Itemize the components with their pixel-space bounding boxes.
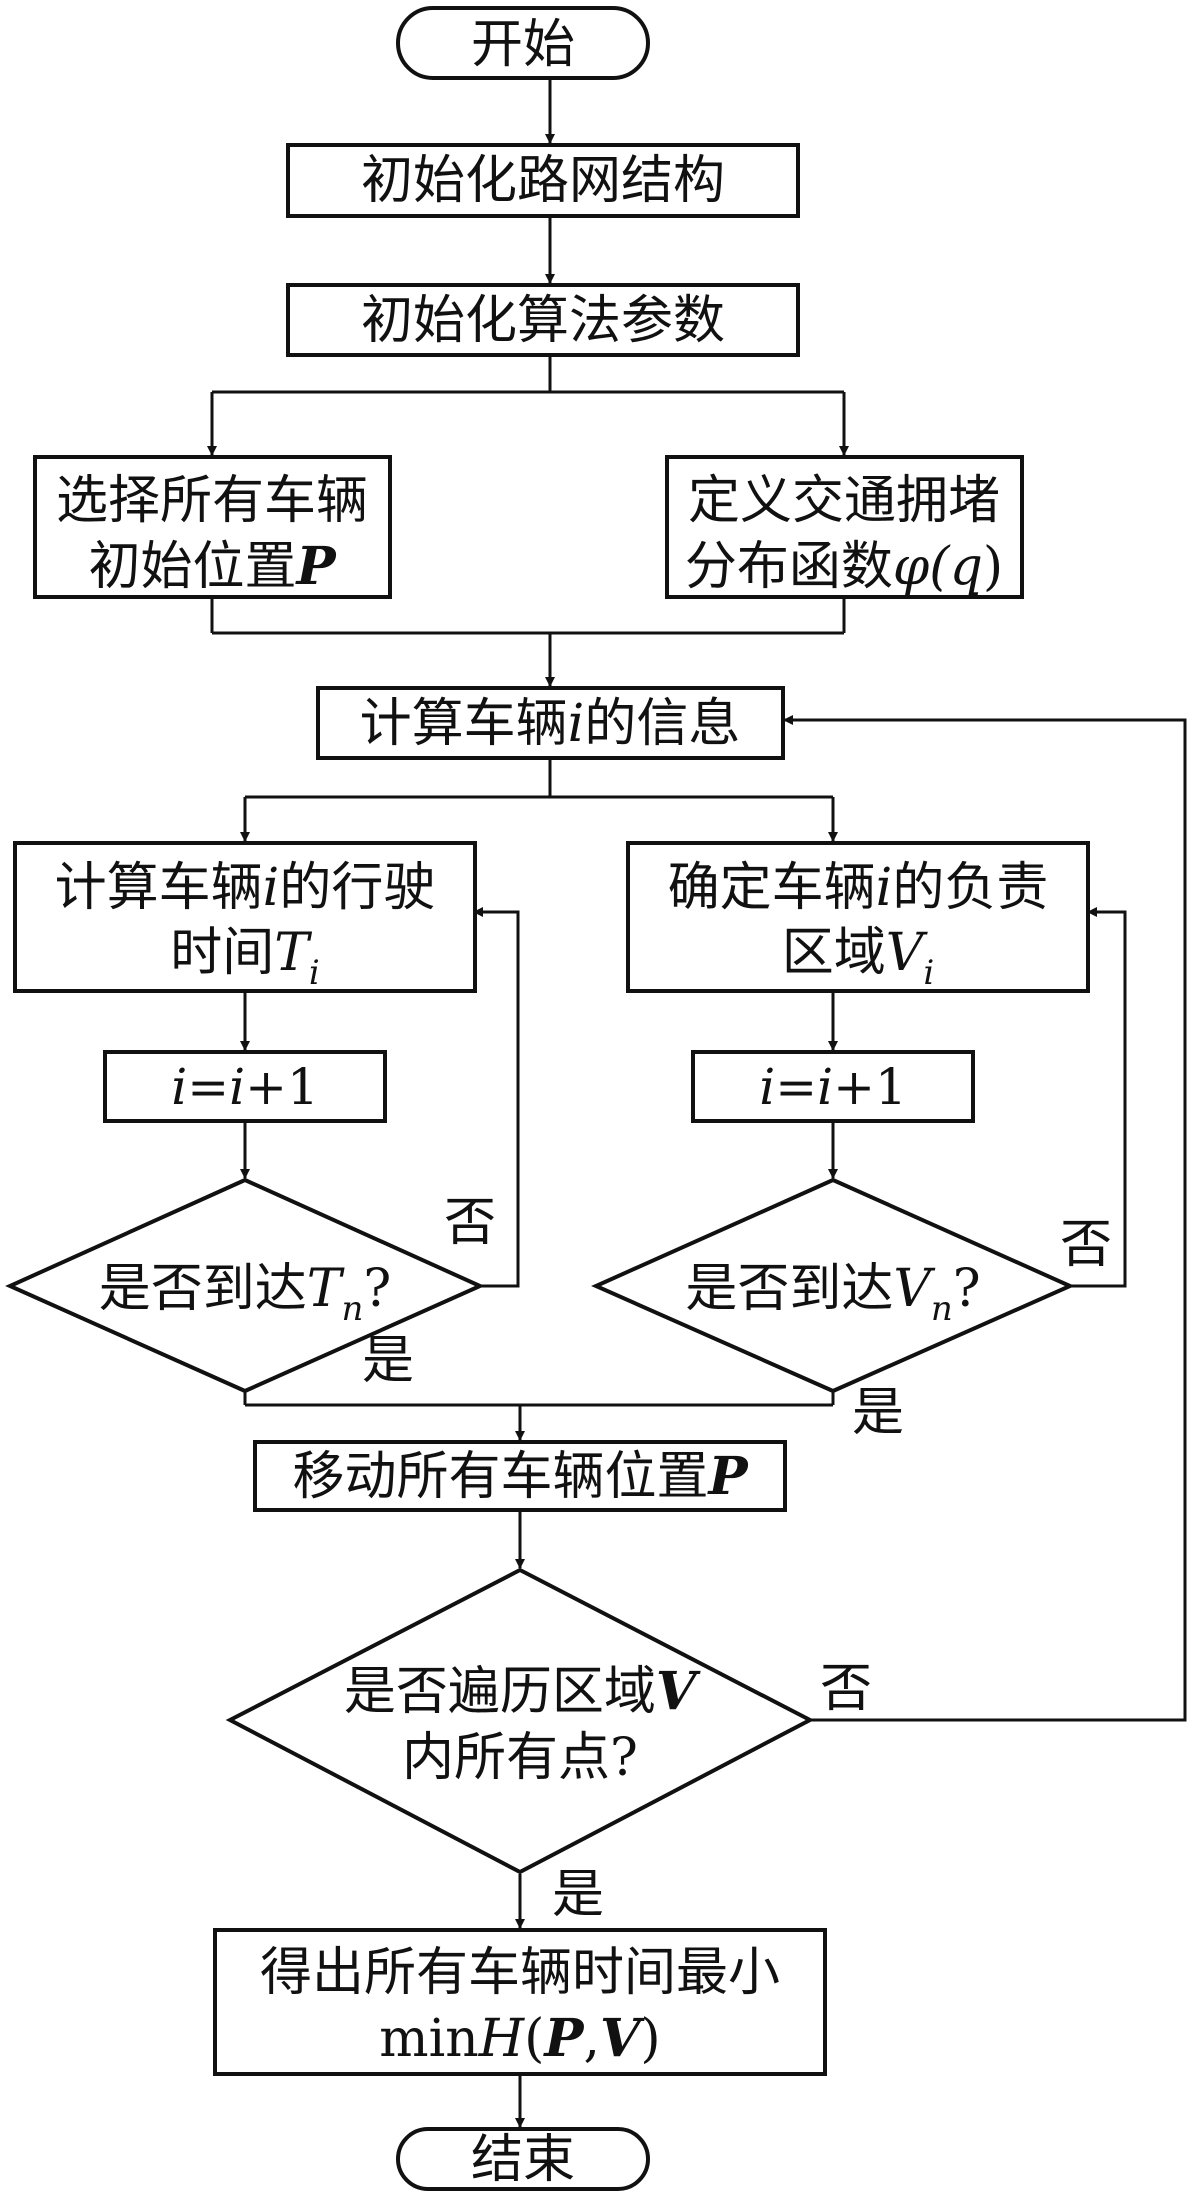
decision-tn-text: 是否到达 bbox=[99, 1259, 307, 1319]
determine-region-sub-i: i bbox=[923, 953, 934, 993]
init-network-node: 初始化路网结构 bbox=[286, 143, 800, 218]
determine-region-var-i: i bbox=[876, 858, 893, 918]
define-distribution-arg: q bbox=[950, 537, 983, 597]
start-node: 开始 bbox=[396, 6, 650, 80]
compute-travel-time-line2-text: 时间 bbox=[170, 923, 274, 983]
move-vehicles-label: 移动所有车辆位置P bbox=[292, 1446, 749, 1507]
select-positions-line2: 初始位置P bbox=[88, 536, 337, 597]
determine-region-node: 确定车辆i的负责 区域Vi bbox=[626, 841, 1090, 993]
result-close: ) bbox=[640, 2009, 660, 2069]
init-network-label: 初始化路网结构 bbox=[361, 151, 725, 211]
decision-vn-sub: n bbox=[931, 1289, 953, 1329]
edge-label-tn-no: 否 bbox=[444, 1193, 496, 1253]
compute-info-var: i bbox=[568, 694, 585, 754]
select-positions-line2-text: 初始位置 bbox=[88, 537, 296, 597]
select-positions-var-p: P bbox=[294, 536, 337, 597]
determine-region-var-v: V bbox=[886, 923, 928, 983]
decision-traverse-text: 是否遍历区域 bbox=[344, 1662, 656, 1722]
define-distribution-node: 定义交通拥堵 分布函数φ(q) bbox=[665, 455, 1024, 599]
move-vehicles-text: 移动所有车辆位置 bbox=[292, 1447, 708, 1507]
connectors bbox=[207, 78, 1187, 2128]
increment-left-rest: +1 bbox=[245, 1058, 319, 1116]
increment-right-node: i=i+1 bbox=[691, 1050, 975, 1123]
compute-info-node: 计算车辆i的信息 bbox=[316, 686, 785, 760]
increment-left-node: i=i+1 bbox=[103, 1050, 387, 1123]
edge-label-vn-no: 否 bbox=[1060, 1215, 1112, 1275]
result-line1: 得出所有车辆时间最小 bbox=[260, 1943, 780, 2003]
determine-region-line2-text: 区域 bbox=[782, 923, 886, 983]
increment-right-eq: = bbox=[775, 1058, 817, 1116]
compute-travel-time-var-t: T bbox=[274, 923, 312, 983]
edge-labels: 否 是 否 是 否 是 bbox=[362, 1193, 1112, 1925]
increment-right-var2: i bbox=[817, 1058, 833, 1116]
decision-tn-q: ? bbox=[363, 1259, 391, 1319]
define-distribution-line2: 分布函数φ(q) bbox=[685, 537, 1003, 597]
compute-travel-time-node: 计算车辆i的行驶 时间Ti bbox=[13, 841, 477, 993]
result-min: min bbox=[379, 2009, 478, 2069]
result-comma: , bbox=[584, 2009, 601, 2069]
result-open: ( bbox=[524, 2009, 544, 2069]
loop-vn-no bbox=[1070, 907, 1127, 1288]
decision-vn-var: V bbox=[893, 1259, 935, 1319]
compute-info-text1: 计算车辆 bbox=[360, 694, 568, 754]
decision-vn-q: ? bbox=[953, 1259, 981, 1319]
edge-label-traverse-yes: 是 bbox=[552, 1865, 604, 1925]
end-label: 结束 bbox=[471, 2130, 575, 2190]
define-distribution-line1: 定义交通拥堵 bbox=[688, 471, 1000, 531]
result-p: P bbox=[542, 2008, 585, 2069]
decision-traverse-var-v: V bbox=[656, 1661, 701, 1722]
determine-region-line1: 确定车辆i的负责 bbox=[668, 858, 1049, 918]
define-distribution-line2-text: 分布函数 bbox=[685, 537, 893, 597]
decision-traverse-line2: 内所有点? bbox=[402, 1728, 638, 1788]
select-positions-node: 选择所有车辆 初始位置P bbox=[33, 455, 392, 599]
compute-travel-time-text2: 的行驶 bbox=[279, 858, 435, 918]
increment-right-var1: i bbox=[759, 1058, 775, 1116]
compute-travel-time-sub-i: i bbox=[309, 953, 320, 993]
edge-label-vn-yes: 是 bbox=[852, 1383, 904, 1443]
compute-info-label: 计算车辆i的信息 bbox=[360, 694, 741, 754]
determine-region-text2: 的负责 bbox=[892, 858, 1048, 918]
decision-tn-sub: n bbox=[341, 1289, 363, 1329]
select-positions-line1: 选择所有车辆 bbox=[56, 471, 368, 531]
determine-region-text1: 确定车辆 bbox=[668, 858, 876, 918]
decision-traverse-node: 是否遍历区域V 内所有点? bbox=[225, 1567, 815, 1875]
result-node: 得出所有车辆时间最小 minH(P,V) bbox=[213, 1928, 827, 2076]
decision-vn-node: 是否到达Vn? bbox=[591, 1177, 1075, 1394]
compute-travel-time-line1: 计算车辆i的行驶 bbox=[55, 858, 436, 918]
init-params-node: 初始化算法参数 bbox=[286, 283, 800, 357]
decision-vn-label: 是否到达Vn? bbox=[685, 1259, 980, 1329]
compute-info-text2: 的信息 bbox=[584, 694, 740, 754]
decision-traverse-line1: 是否遍历区域V bbox=[344, 1661, 701, 1722]
define-distribution-func: φ( bbox=[893, 537, 951, 597]
decision-tn-var: T bbox=[307, 1259, 345, 1319]
loop-traverse-no bbox=[783, 715, 1187, 1722]
define-distribution-close: ) bbox=[983, 537, 1003, 597]
increment-right-label: i=i+1 bbox=[759, 1058, 907, 1116]
decision-vn-text: 是否到达 bbox=[685, 1259, 893, 1319]
compute-travel-time-text1: 计算车辆 bbox=[55, 858, 263, 918]
result-line2: minH(P,V) bbox=[379, 2008, 660, 2069]
increment-left-eq: = bbox=[187, 1058, 229, 1116]
move-vehicles-var-p: P bbox=[706, 1446, 749, 1507]
edge-label-traverse-no: 否 bbox=[820, 1659, 872, 1719]
loop-tn-no bbox=[473, 907, 520, 1288]
increment-left-var2: i bbox=[229, 1058, 245, 1116]
increment-left-var1: i bbox=[171, 1058, 187, 1116]
start-label: 开始 bbox=[471, 15, 575, 75]
result-h: H bbox=[478, 2009, 526, 2069]
determine-region-line2: 区域Vi bbox=[782, 923, 934, 993]
increment-right-rest: +1 bbox=[833, 1058, 907, 1116]
end-node: 结束 bbox=[396, 2127, 650, 2191]
decision-tn-label: 是否到达Tn? bbox=[99, 1259, 392, 1329]
init-params-label: 初始化算法参数 bbox=[361, 291, 725, 351]
move-vehicles-node: 移动所有车辆位置P bbox=[253, 1440, 787, 1512]
compute-travel-time-line2: 时间Ti bbox=[170, 923, 320, 993]
edge-label-tn-yes: 是 bbox=[362, 1331, 414, 1391]
compute-travel-time-var-i: i bbox=[263, 858, 280, 918]
increment-left-label: i=i+1 bbox=[171, 1058, 319, 1116]
result-v: V bbox=[600, 2008, 645, 2069]
decision-tn-node: 是否到达Tn? bbox=[5, 1177, 485, 1394]
